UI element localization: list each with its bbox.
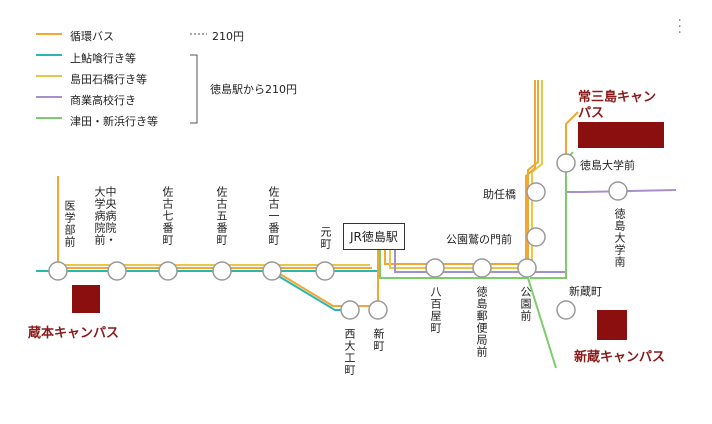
legend-ayukui-label: 上鮎喰行き等 (70, 52, 136, 65)
stop-marker-hakkyaku (425, 258, 445, 278)
stop-marker-shinkura (556, 300, 576, 320)
stop-label-nishi-daiku: 西大工町 (343, 328, 356, 376)
legend-shogyo-label: 商業高校行き (70, 94, 136, 107)
stop-marker-yubinkyoku (472, 258, 492, 278)
stop-label-shinkura: 新蔵町 (569, 285, 602, 298)
stop-label-tokudai-minami: 徳島大学南 (613, 208, 626, 268)
legend-swatches (36, 33, 62, 119)
stop-marker-tokudai (556, 153, 576, 173)
shinkura-campus-label: 新蔵キャンパス (574, 350, 666, 365)
stop-marker-chuo-byoin (107, 261, 127, 281)
josanjima-campus-box (578, 122, 664, 148)
legend-loop-label: 循環バス (70, 30, 114, 43)
stop-marker-motomachi (315, 261, 335, 281)
stop-marker-igakubu (48, 261, 68, 281)
stop-label-shinmachi: 新町 (372, 328, 385, 352)
stop-markers (48, 153, 628, 320)
stop-label-hakkyaku: 八百屋町 (429, 286, 442, 334)
stop-label-motomachi: 元町 (319, 226, 332, 250)
shinkura-campus-box (597, 310, 627, 340)
station-fare: 徳島駅から210円 (210, 83, 297, 96)
stop-marker-sukenin (526, 182, 546, 202)
stop-label-sako7: 佐古七番町 (161, 186, 174, 246)
stop-label-sako1: 佐古一番町 (267, 186, 280, 246)
jr-tokushima-station: JR徳島駅 (343, 223, 405, 250)
stop-label-washi-mon: 公園鷲の門前 (446, 233, 512, 246)
stop-marker-nishi-daiku (340, 300, 360, 320)
stop-label-sukenin: 助任橋 (483, 188, 516, 201)
stop-marker-tokudai-minami (608, 181, 628, 201)
loop-fare: 210円 (212, 30, 244, 43)
josanjima-campus-label: 常三島キャンパス (578, 90, 657, 121)
stop-marker-sako5 (212, 261, 232, 281)
stop-label-tokudai: 徳島大学前 (580, 159, 635, 172)
stop-marker-sako7 (158, 261, 178, 281)
stop-marker-sako1 (262, 261, 282, 281)
legend-shimada-label: 島田石橋行き等 (70, 73, 147, 86)
kuramoto-campus-box (72, 285, 100, 313)
stop-marker-washi-mon (526, 227, 546, 247)
kuramoto-campus-label: 蔵本キャンパス (28, 326, 120, 341)
stop-marker-koen (517, 258, 537, 278)
stop-label-sako5: 佐古五番町 (215, 186, 228, 246)
stop-label-chuo-byoin: 中央病院・大学病院前 (93, 186, 117, 246)
more-options-icon[interactable]: ··· (677, 13, 682, 41)
stop-label-koen: 公園前 (519, 286, 532, 322)
stop-label-igakubu: 医学部前 (63, 200, 76, 248)
stop-marker-shinmachi (368, 300, 388, 320)
legend-tsuda-label: 津田・新浜行き等 (70, 115, 158, 128)
stop-label-yubinkyoku: 徳島郵便局前 (475, 286, 488, 358)
